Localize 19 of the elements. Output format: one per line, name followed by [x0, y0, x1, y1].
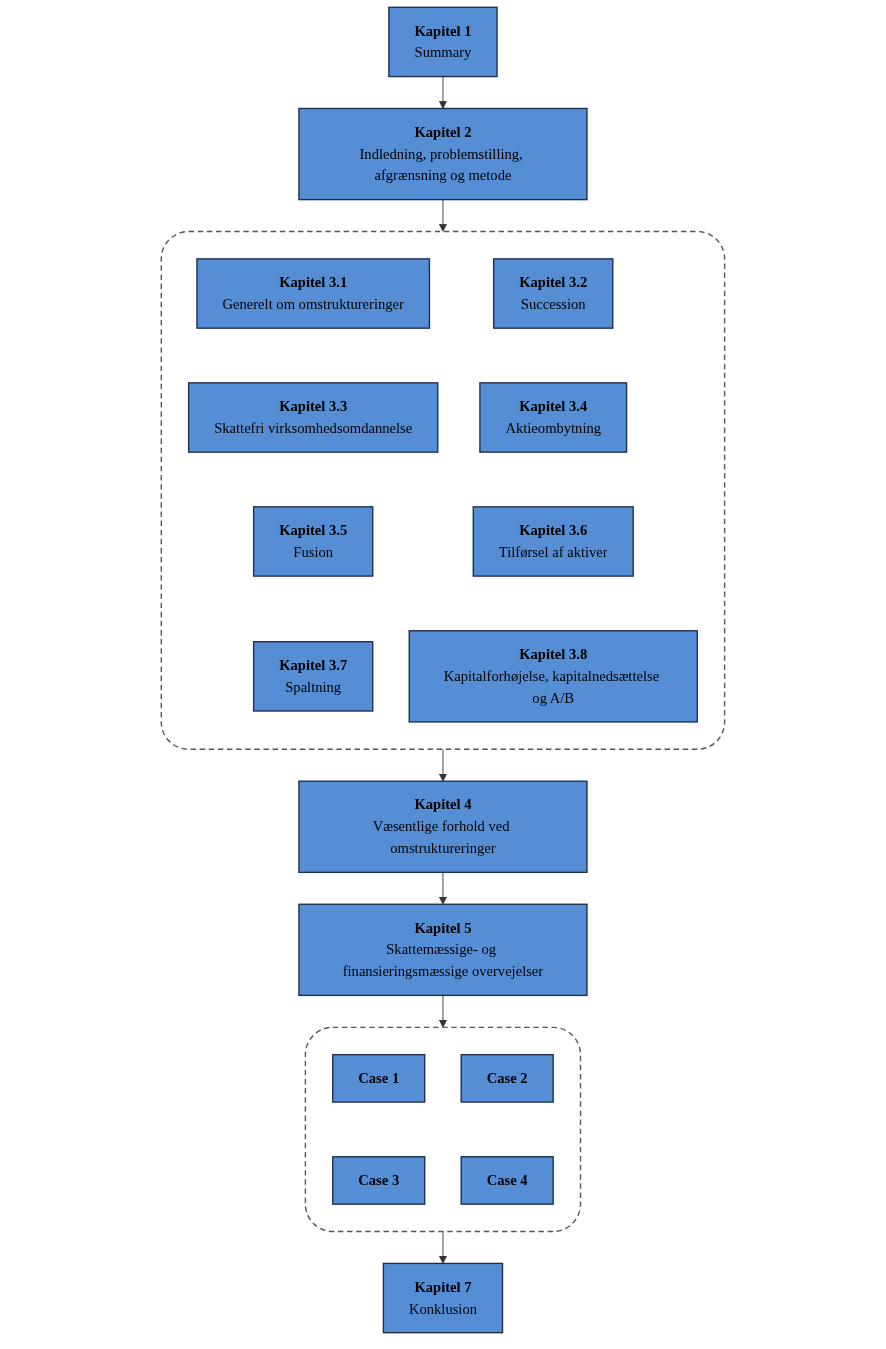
node-box: Kapitel 3.7 Spaltning — [253, 641, 374, 712]
node-box: Kapitel 3.5 Fusion — [253, 506, 374, 577]
node-box: Kapitel 3.8 Kapitalforhøjelse, kapitalnedsættelse og A/B — [408, 630, 698, 723]
node-box: Kapitel 3.4 Aktieombytning — [479, 382, 628, 453]
node-box: Case 3 — [332, 1156, 426, 1205]
node-box: Kapitel 5 Skattemæssige- og finansieringsmæssige overvejelser — [298, 903, 588, 997]
node-box: Case 4 — [460, 1156, 554, 1205]
node-box: Kapitel 3.3 Skattefri virksomhedsomdannelse — [188, 382, 439, 453]
node-box: Kapitel 4 Væsentlige forhold ved omstruktureringer — [298, 780, 588, 874]
cluster — [304, 1026, 582, 1233]
node-box: Case 2 — [460, 1053, 554, 1103]
cluster — [160, 230, 726, 750]
node-box: Case 1 — [332, 1053, 426, 1103]
node-box: Kapitel 2 Indledning, problemstilling, afgrænsning og metode — [298, 107, 588, 201]
node-box: Kapitel 3.6 Tilførsel af aktiver — [472, 506, 634, 577]
node-box: Kapitel 7 Konklusion — [382, 1262, 504, 1334]
node-box: Kapitel 3.1 Generelt om omstruktureringer — [196, 258, 431, 329]
node-box: Kapitel 1 Summary — [388, 6, 498, 78]
node-box: Kapitel 3.2 Succession — [493, 258, 614, 329]
